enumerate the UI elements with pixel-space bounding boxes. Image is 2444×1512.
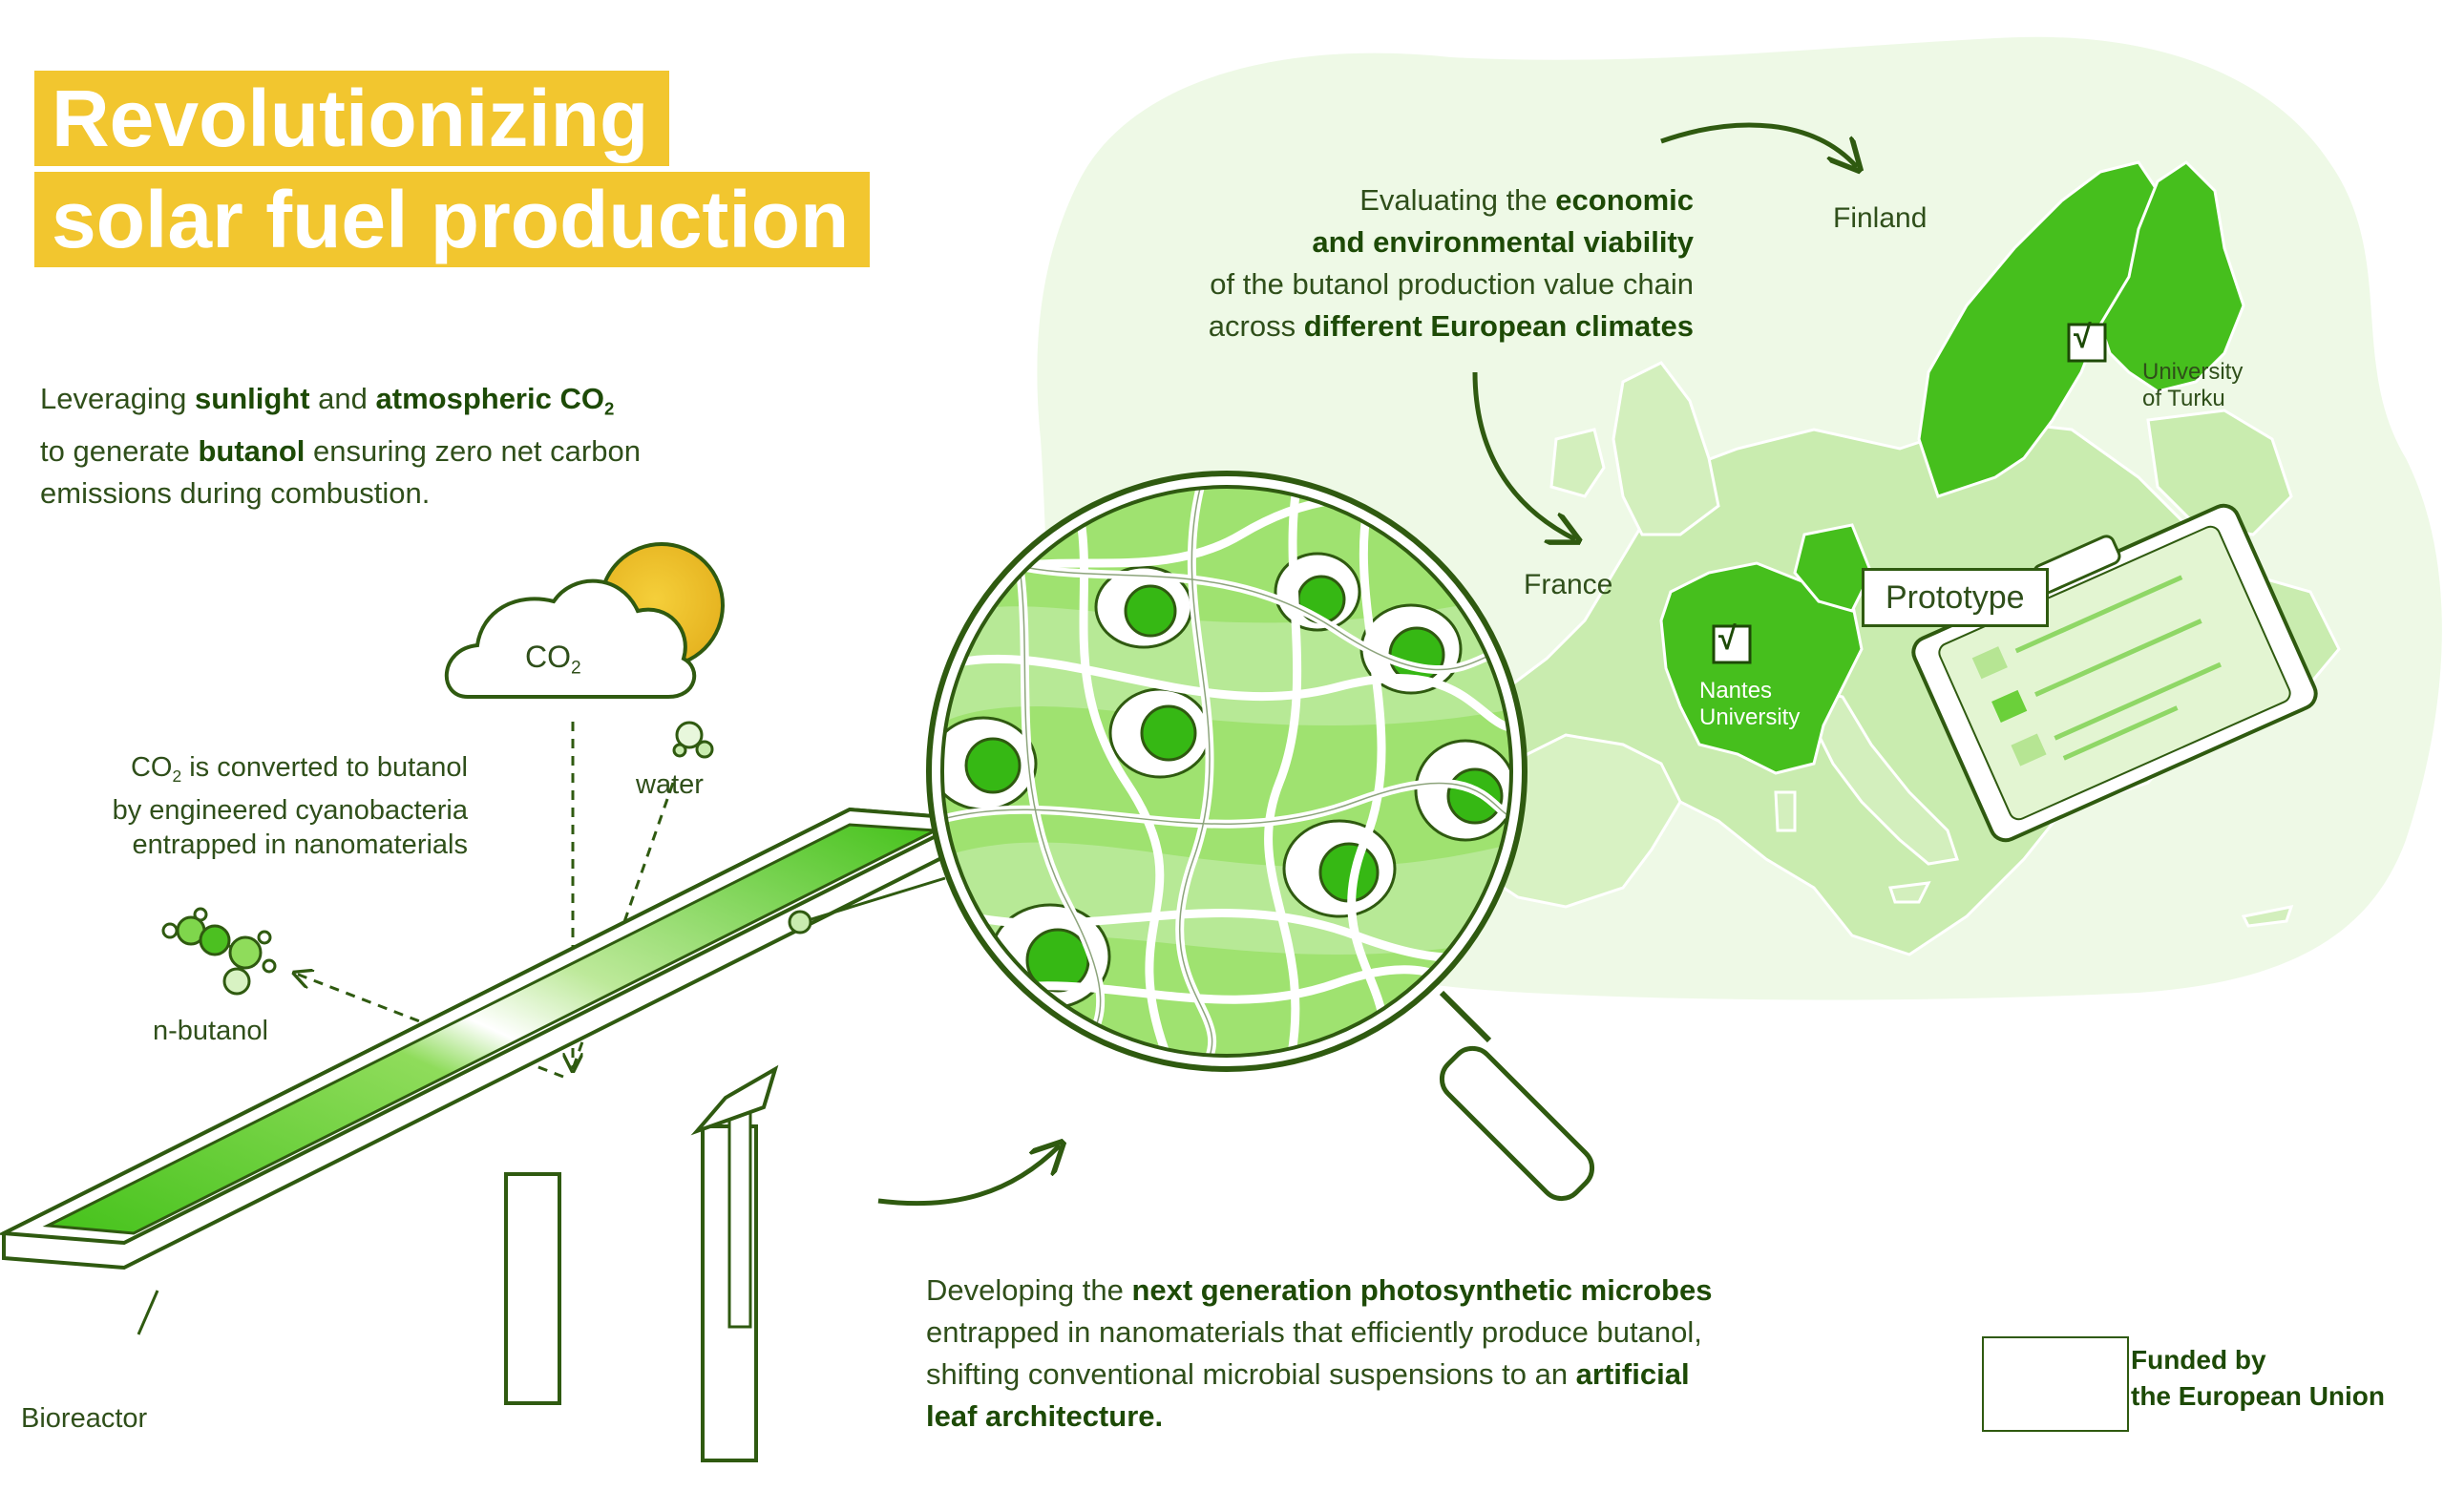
nantes-check-box	[1712, 624, 1752, 664]
co2-cloud-label: CO2	[525, 640, 581, 679]
development-text: Developing the next generation photosynt…	[926, 1273, 1713, 1433]
map-ireland	[1549, 428, 1606, 498]
map-germany	[1793, 523, 1873, 613]
nantes-check-mark: √	[1718, 620, 1737, 657]
magnifying-glass	[926, 471, 1595, 1202]
n-butanol-label: n-butanol	[153, 1016, 268, 1046]
funding-text: Funded by the European Union	[2131, 1345, 2385, 1411]
map-island-sicily	[1887, 881, 1931, 904]
map-finland	[2098, 160, 2245, 393]
bioreactor-label: Bioreactor	[21, 1403, 148, 1434]
evaluation-text: Evaluating the economic and environmenta…	[1208, 183, 1694, 343]
zoom-pointer-dot	[788, 910, 812, 934]
cloud-icon	[444, 578, 697, 699]
bioreactor-panel	[0, 807, 978, 1462]
butanol-molecule-icon	[161, 907, 277, 996]
map-island-sardinia	[1774, 790, 1797, 832]
map-italy	[1801, 684, 1959, 866]
title-line-2: solar fuel production	[34, 172, 871, 267]
intro-text: Leveraging sunlight and atmospheric CO2 …	[40, 382, 641, 510]
prototype-label: Prototype	[1862, 568, 2049, 627]
water-molecule-icon	[672, 721, 714, 759]
finland-label: Finland	[1833, 202, 1928, 234]
clipboard-icon	[1911, 503, 2318, 843]
turku-check-mark: √	[2074, 319, 2092, 355]
arrow-to-lens	[877, 1145, 1060, 1207]
map-uk	[1612, 361, 1720, 536]
eu-flag-icon	[1982, 1336, 2129, 1432]
title-line-1: Revolutionizing	[34, 71, 670, 166]
map-baltics	[2146, 409, 2293, 536]
zoom-pointer-line	[801, 876, 946, 924]
conversion-text: CO2 is converted to butanol by engineere…	[112, 752, 468, 861]
map-france	[1659, 561, 1864, 775]
bioreactor-leader-line	[137, 1290, 159, 1335]
arrow-to-finland	[1660, 122, 1857, 167]
arrow-to-france	[1472, 371, 1575, 539]
france-label: France	[1524, 569, 1613, 600]
map-island-crete	[2241, 905, 2294, 928]
water-label: water	[636, 769, 704, 800]
turku-check-box	[2067, 323, 2107, 363]
